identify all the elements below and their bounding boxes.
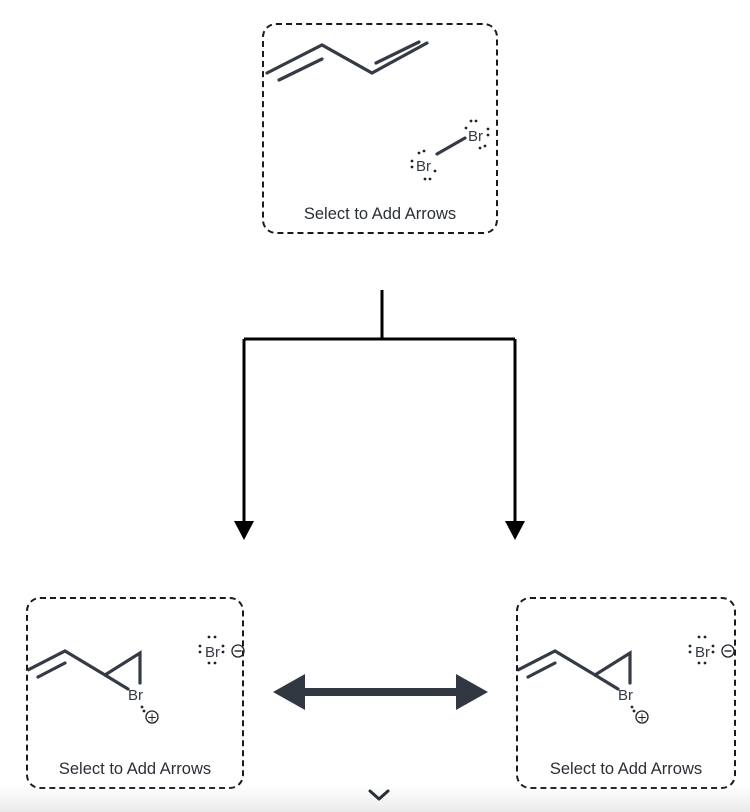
scroll-fade: [0, 786, 750, 812]
reactants-caption: Select to Add Arrows: [303, 205, 457, 223]
arrow-head-right: [505, 521, 525, 540]
branch-connector: [242, 290, 517, 522]
product-right-caption: Select to Add Arrows: [549, 760, 703, 778]
product-left-caption: Select to Add Arrows: [58, 760, 212, 778]
bromonium-ion: Br +: [518, 649, 649, 725]
atom-br-bridge: Br: [128, 687, 143, 704]
atom-br-anion: Br: [205, 644, 220, 661]
bromonium-ion: Br +: [28, 649, 159, 725]
product-left-structure: Br + Br: [28, 635, 245, 725]
product-right-structure: Br + Br: [518, 635, 735, 725]
product-right-box[interactable]: Br + Br Select to Add Arrows: [516, 597, 736, 789]
bromide-ion: Br: [198, 635, 245, 665]
charge-plus: +: [637, 711, 647, 725]
reactants-structure: Br Br: [265, 40, 490, 181]
reactants-box[interactable]: Br Br Select to Add Arrows: [262, 23, 498, 234]
atom-br-1: Br: [416, 158, 431, 175]
atom-br-anion: Br: [695, 644, 710, 661]
product-left-box[interactable]: Br + Br Select to Add Arrows: [26, 597, 245, 789]
arrow-head-left: [234, 521, 254, 540]
bromide-ion: Br: [688, 635, 735, 665]
butadiene: [265, 40, 429, 82]
chevron-down-icon: [368, 789, 390, 801]
bromine-molecule: Br Br: [410, 119, 490, 181]
atom-br-2: Br: [468, 128, 483, 145]
expand-button[interactable]: [365, 786, 393, 806]
atom-br-bridge: Br: [618, 687, 633, 704]
resonance-arrow: [273, 674, 488, 710]
charge-plus: +: [147, 711, 157, 725]
